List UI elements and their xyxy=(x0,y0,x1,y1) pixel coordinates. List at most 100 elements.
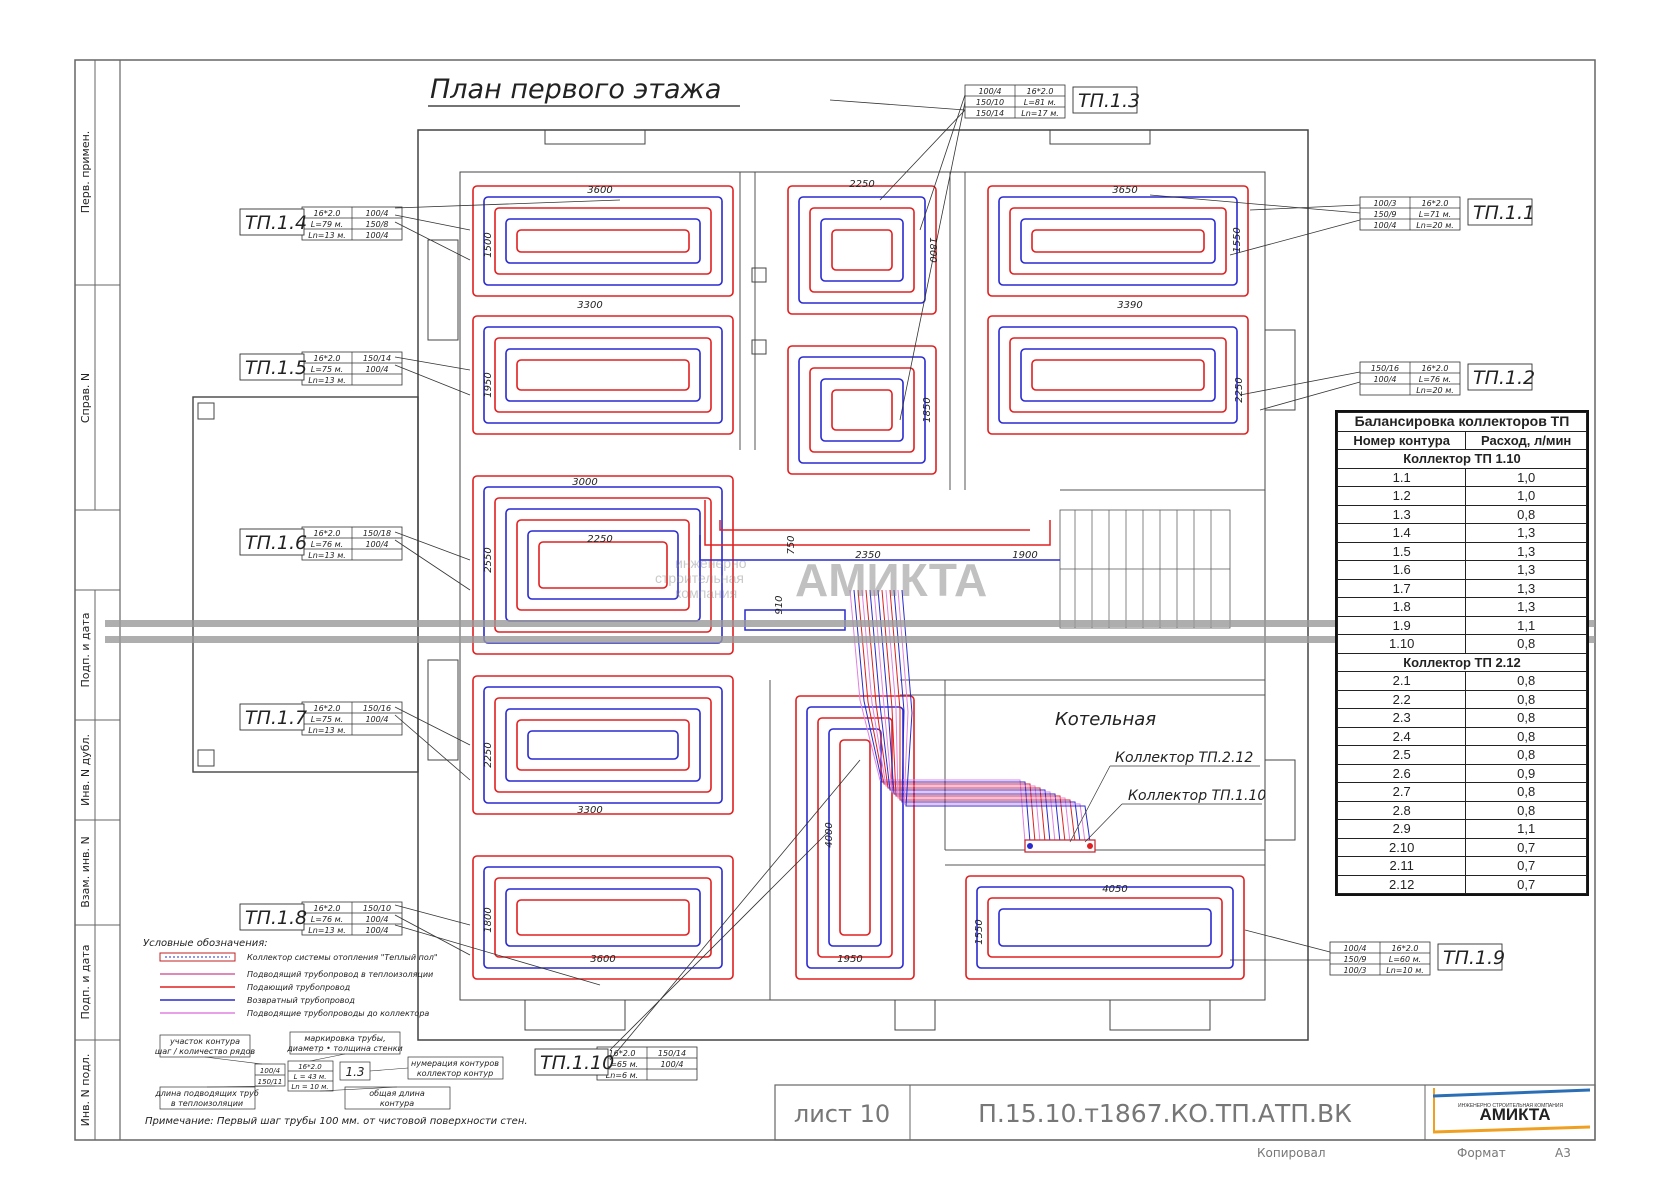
balance-flow: 1,0 xyxy=(1465,467,1587,487)
heating-loop xyxy=(998,196,1238,286)
dimension-label: 4000 xyxy=(824,822,835,847)
logo-name: АМИКТА xyxy=(1479,1105,1550,1124)
circuit-tag-cell: L=76 м. xyxy=(311,915,343,924)
balance-flow: 1,1 xyxy=(1465,819,1587,839)
balance-circuit-id: 2.10 xyxy=(1336,837,1467,857)
svg-text:Возвратный трубопровод: Возвратный трубопровод xyxy=(247,996,355,1005)
balance-flow: 0,7 xyxy=(1465,856,1587,876)
circuit-tag-cell: 100/4 xyxy=(978,87,1001,96)
circuit-tag-cell: Ln=6 м. xyxy=(606,1071,638,1080)
balance-circuit-id: 2.4 xyxy=(1336,726,1467,746)
circuit-tag-cell: L=76 м. xyxy=(311,540,343,549)
balance-flow: 0,8 xyxy=(1465,634,1587,654)
balance-circuit-id: 2.6 xyxy=(1336,763,1467,783)
balance-circuit-id: 1.8 xyxy=(1336,597,1467,617)
circuit-tag-cell: 100/4 xyxy=(365,231,388,240)
circuit-tag-cell: 16*2.0 xyxy=(314,904,341,913)
circuit-tag-cell: Ln=13 м. xyxy=(308,926,346,935)
balance-circuit-id: 1.5 xyxy=(1336,541,1467,561)
balance-circuit-id: 1.7 xyxy=(1336,578,1467,598)
scan-band-2 xyxy=(105,636,1595,643)
svg-text:контура: контура xyxy=(380,1099,414,1108)
drawing-code: П.15.10.т1867.КО.ТП.АТП.ВК xyxy=(978,1099,1352,1128)
circuit-tag-cell: 16*2.0 xyxy=(1027,87,1054,96)
balance-circuit-id: 1.4 xyxy=(1336,523,1467,543)
svg-text:Подводящий трубопровод в тепло: Подводящий трубопровод в теплоизоляции xyxy=(247,970,433,979)
balance-circuit-id: 2.11 xyxy=(1336,856,1467,876)
dimension-label: 1850 xyxy=(922,397,933,422)
heating-loop xyxy=(987,897,1223,958)
circuit-tag-cell: 150/16 xyxy=(363,704,391,713)
heating-loop xyxy=(787,185,937,315)
title-block: лист 10 П.15.10.т1867.КО.ТП.АТП.ВК ИНЖЕН… xyxy=(774,1084,1596,1160)
side-label: Перв. примен. xyxy=(79,131,92,214)
heating-loop xyxy=(516,229,690,253)
circuit-tag-cell: L=65 м. xyxy=(606,1060,638,1069)
circuit-id: ТП.1.6 xyxy=(245,532,307,554)
heating-loop xyxy=(1031,229,1205,253)
balance-flow: 1,3 xyxy=(1465,560,1587,580)
dimension-label: 2250 xyxy=(483,742,494,767)
heating-loop xyxy=(516,899,690,936)
circuit-tag-cell: 16*2.0 xyxy=(1422,364,1449,373)
heating-loop xyxy=(809,207,915,293)
heating-loop xyxy=(1020,348,1216,402)
dimension-label: 2250 xyxy=(587,534,612,545)
heating-loop xyxy=(831,229,893,271)
dimension-label: 1800 xyxy=(927,237,938,262)
side-label: Инв. N дубл. xyxy=(79,734,92,806)
balance-circuit-id: 1.1 xyxy=(1336,467,1467,487)
balance-circuit-id: 1.6 xyxy=(1336,560,1467,580)
circuit-tag-cell: 16*2.0 xyxy=(314,209,341,218)
circuit-tag-cell: 150/14 xyxy=(658,1049,686,1058)
dimension-label: 1550 xyxy=(974,919,985,944)
balance-flow: 0,7 xyxy=(1465,837,1587,857)
svg-text:L = 43 м.: L = 43 м. xyxy=(294,1073,327,1081)
heating-loop xyxy=(828,728,882,947)
svg-text:АМИКТА: АМИКТА xyxy=(795,554,987,606)
dimension-label: 3300 xyxy=(577,300,602,311)
svg-text:16*2.0: 16*2.0 xyxy=(298,1063,322,1071)
feed-pipes-bundle xyxy=(849,589,1091,843)
heating-loop xyxy=(494,337,712,413)
heating-loop xyxy=(494,207,712,275)
heating-loop xyxy=(505,888,701,947)
heating-loop xyxy=(494,697,712,793)
heating-loop xyxy=(527,530,679,600)
balance-circuit-id: 2.12 xyxy=(1336,874,1467,894)
circuit-tag-cell: L=60 м. xyxy=(1389,955,1421,964)
note-text: Примечание: Первый шаг трубы 100 мм. от … xyxy=(145,1115,528,1127)
heating-loop xyxy=(483,196,723,286)
dimension-label: 1950 xyxy=(483,372,494,397)
balance-group-title: Коллектор ТП 2.12 xyxy=(1337,652,1587,672)
dimension-label: 2250 xyxy=(1234,377,1245,402)
heating-loop xyxy=(483,686,723,804)
balance-flow: 0,8 xyxy=(1465,782,1587,802)
dimension-label: 1900 xyxy=(1012,550,1037,561)
heating-loop xyxy=(839,739,871,936)
svg-text:общая длина: общая длина xyxy=(369,1089,425,1098)
svg-text:коллектор контур: коллектор контур xyxy=(417,1069,493,1078)
balance-circuit-id: 2.2 xyxy=(1336,689,1467,709)
circuit-tag-cell: 100/4 xyxy=(365,915,388,924)
svg-text:в теплоизоляции: в теплоизоляции xyxy=(171,1099,243,1108)
balance-circuit-id: 2.5 xyxy=(1336,745,1467,765)
balance-circuit-id: 2.8 xyxy=(1336,800,1467,820)
leader-lines xyxy=(394,94,1361,1061)
circuit-tag-cell: L=71 м. xyxy=(1419,210,1451,219)
copied-label: Копировал xyxy=(1257,1146,1326,1160)
dimension-label: 3000 xyxy=(572,477,597,488)
